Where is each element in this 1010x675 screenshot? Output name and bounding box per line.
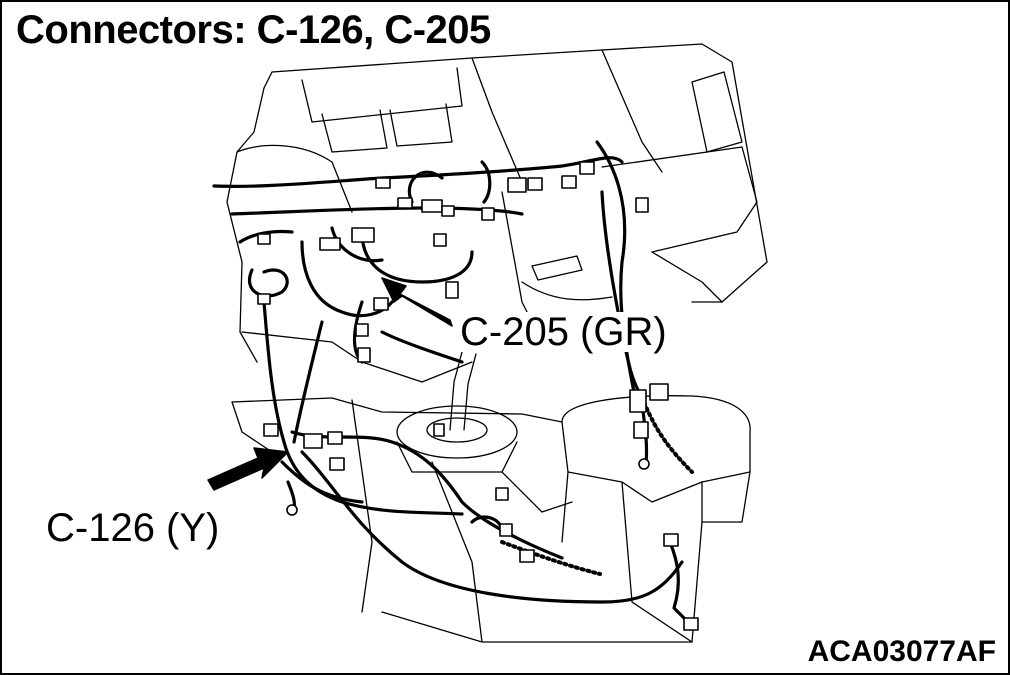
page-title: Connectors: C-126, C-205 — [16, 8, 491, 52]
callout-label-c126: C-126 (Y) — [44, 506, 222, 550]
figure-code: ACA03077AF — [807, 635, 996, 668]
connector-icon — [257, 161, 699, 631]
callout-label-c205: C-205 (GR) — [458, 310, 669, 354]
arrow-icon — [207, 277, 453, 491]
dashboard-outline — [226, 43, 768, 643]
